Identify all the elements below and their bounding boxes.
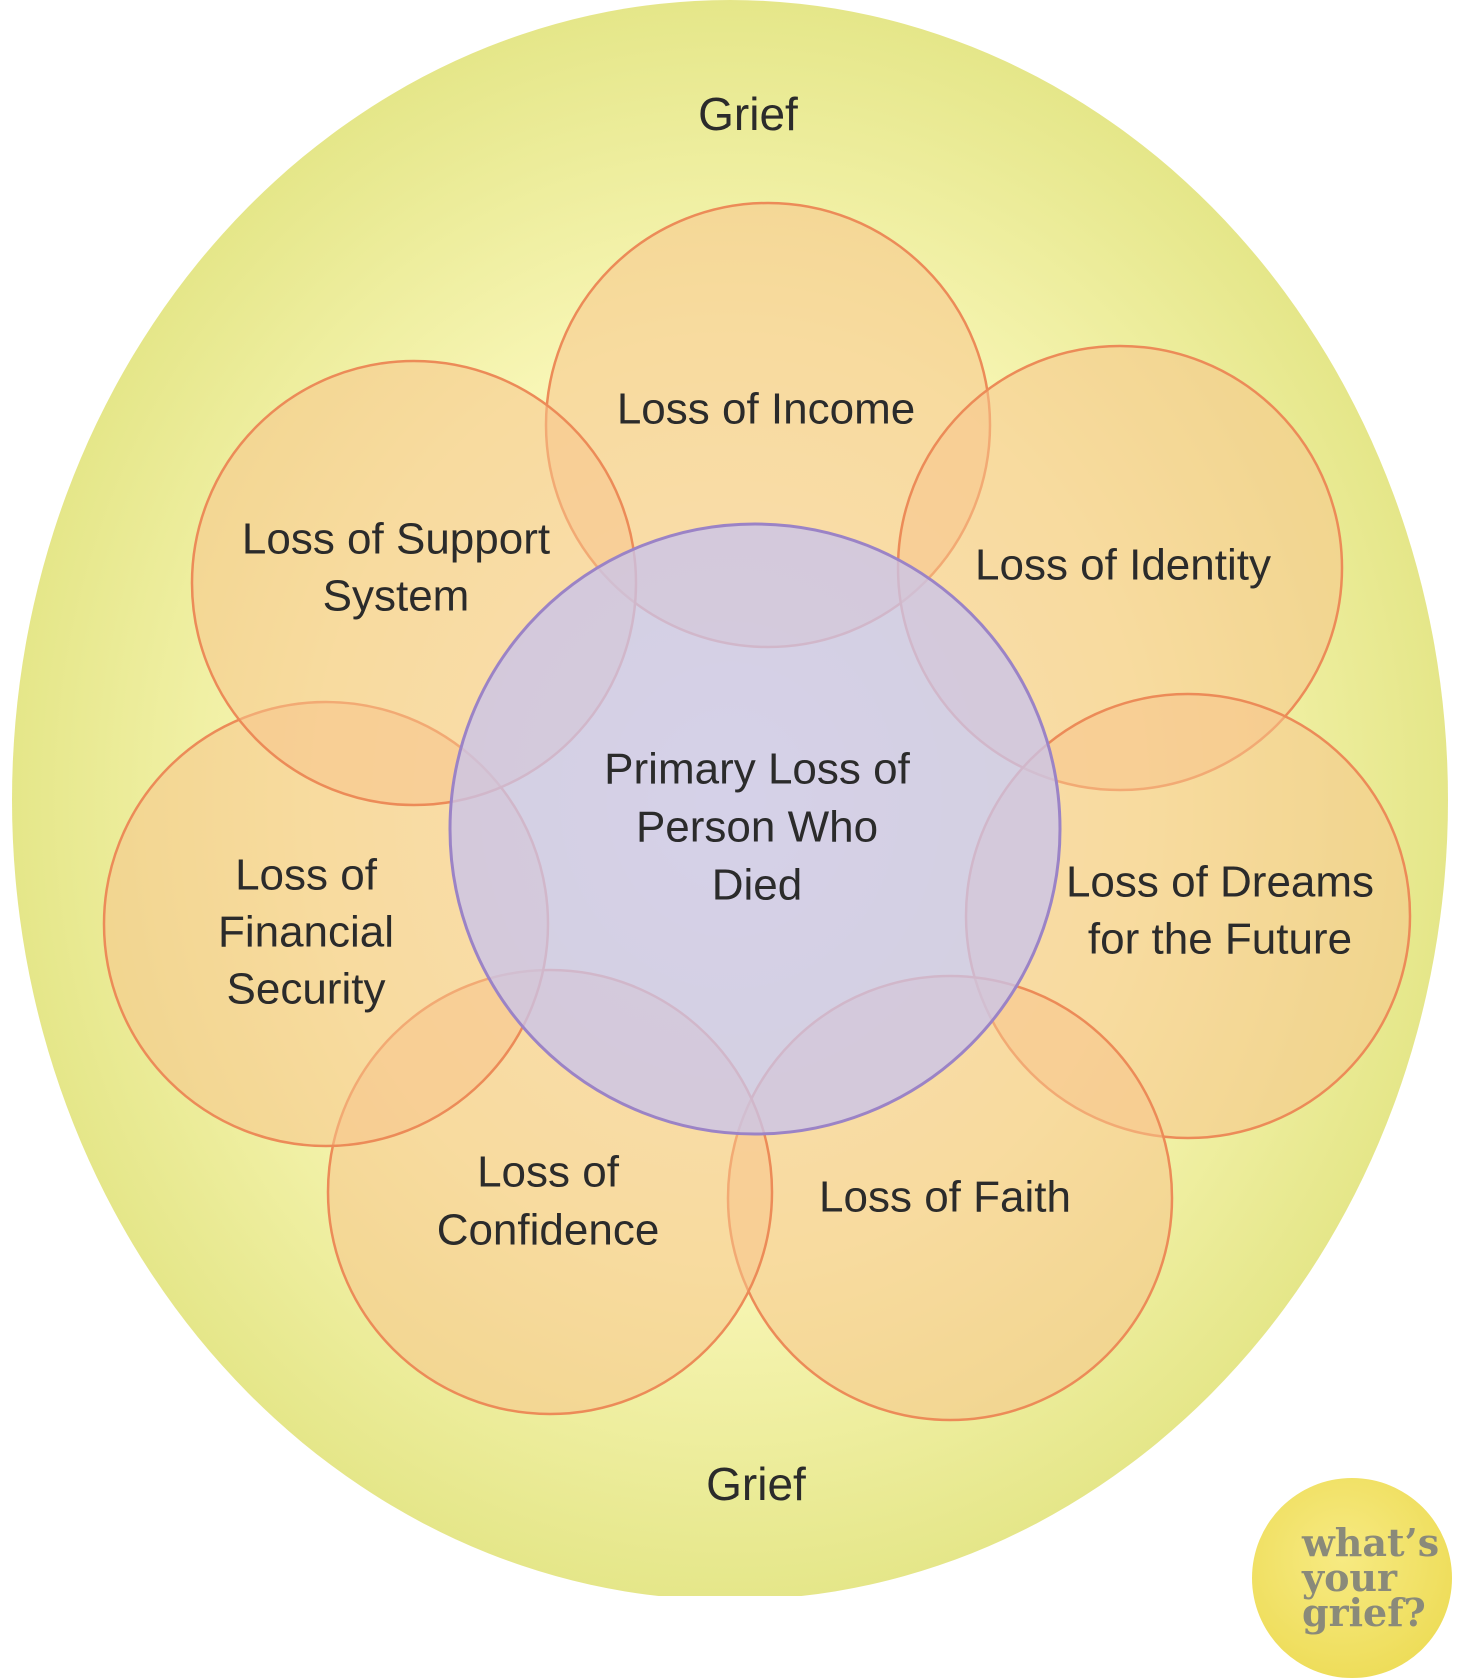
loss-support-label-1: Loss of Support: [242, 515, 550, 564]
loss-financial-label-1: Loss of: [235, 851, 378, 900]
primary-loss-line-1: Primary Loss of: [604, 745, 910, 794]
grief-label-bottom: Grief: [706, 1458, 806, 1510]
logo-line-3: grief?: [1302, 1590, 1426, 1635]
loss-income-label: Loss of Income: [617, 385, 915, 434]
primary-loss-line-2: Person Who: [636, 803, 878, 852]
loss-support-label-2: System: [323, 572, 470, 621]
page-background-bottom: [0, 1596, 1462, 1680]
logo-line-1: what’s: [1301, 1520, 1439, 1565]
logo-line-2: your: [1301, 1555, 1398, 1600]
logo-circle: [1252, 1478, 1452, 1678]
loss-dreams-label-1: Loss of Dreams: [1066, 858, 1374, 907]
loss-faith-label: Loss of Faith: [819, 1173, 1071, 1222]
loss-confidence-label-1: Loss of: [477, 1148, 620, 1197]
loss-labels: Loss of Income Loss of Identity Loss of …: [218, 385, 1374, 1255]
primary-loss-label: Primary Loss of Person Who Died: [604, 745, 910, 910]
primary-loss-line-3: Died: [712, 861, 803, 910]
loss-dreams-label-2: for the Future: [1088, 915, 1352, 964]
loss-financial-label-3: Security: [227, 965, 386, 1014]
loss-financial-label-2: Financial: [218, 908, 394, 957]
grief-label-top: Grief: [698, 88, 798, 140]
primary-loss-circle: [448, 522, 1062, 1136]
loss-identity-label: Loss of Identity: [975, 541, 1271, 590]
loss-confidence-label-2: Confidence: [437, 1206, 660, 1255]
whats-your-grief-logo: what’s your grief?: [1252, 1478, 1452, 1678]
